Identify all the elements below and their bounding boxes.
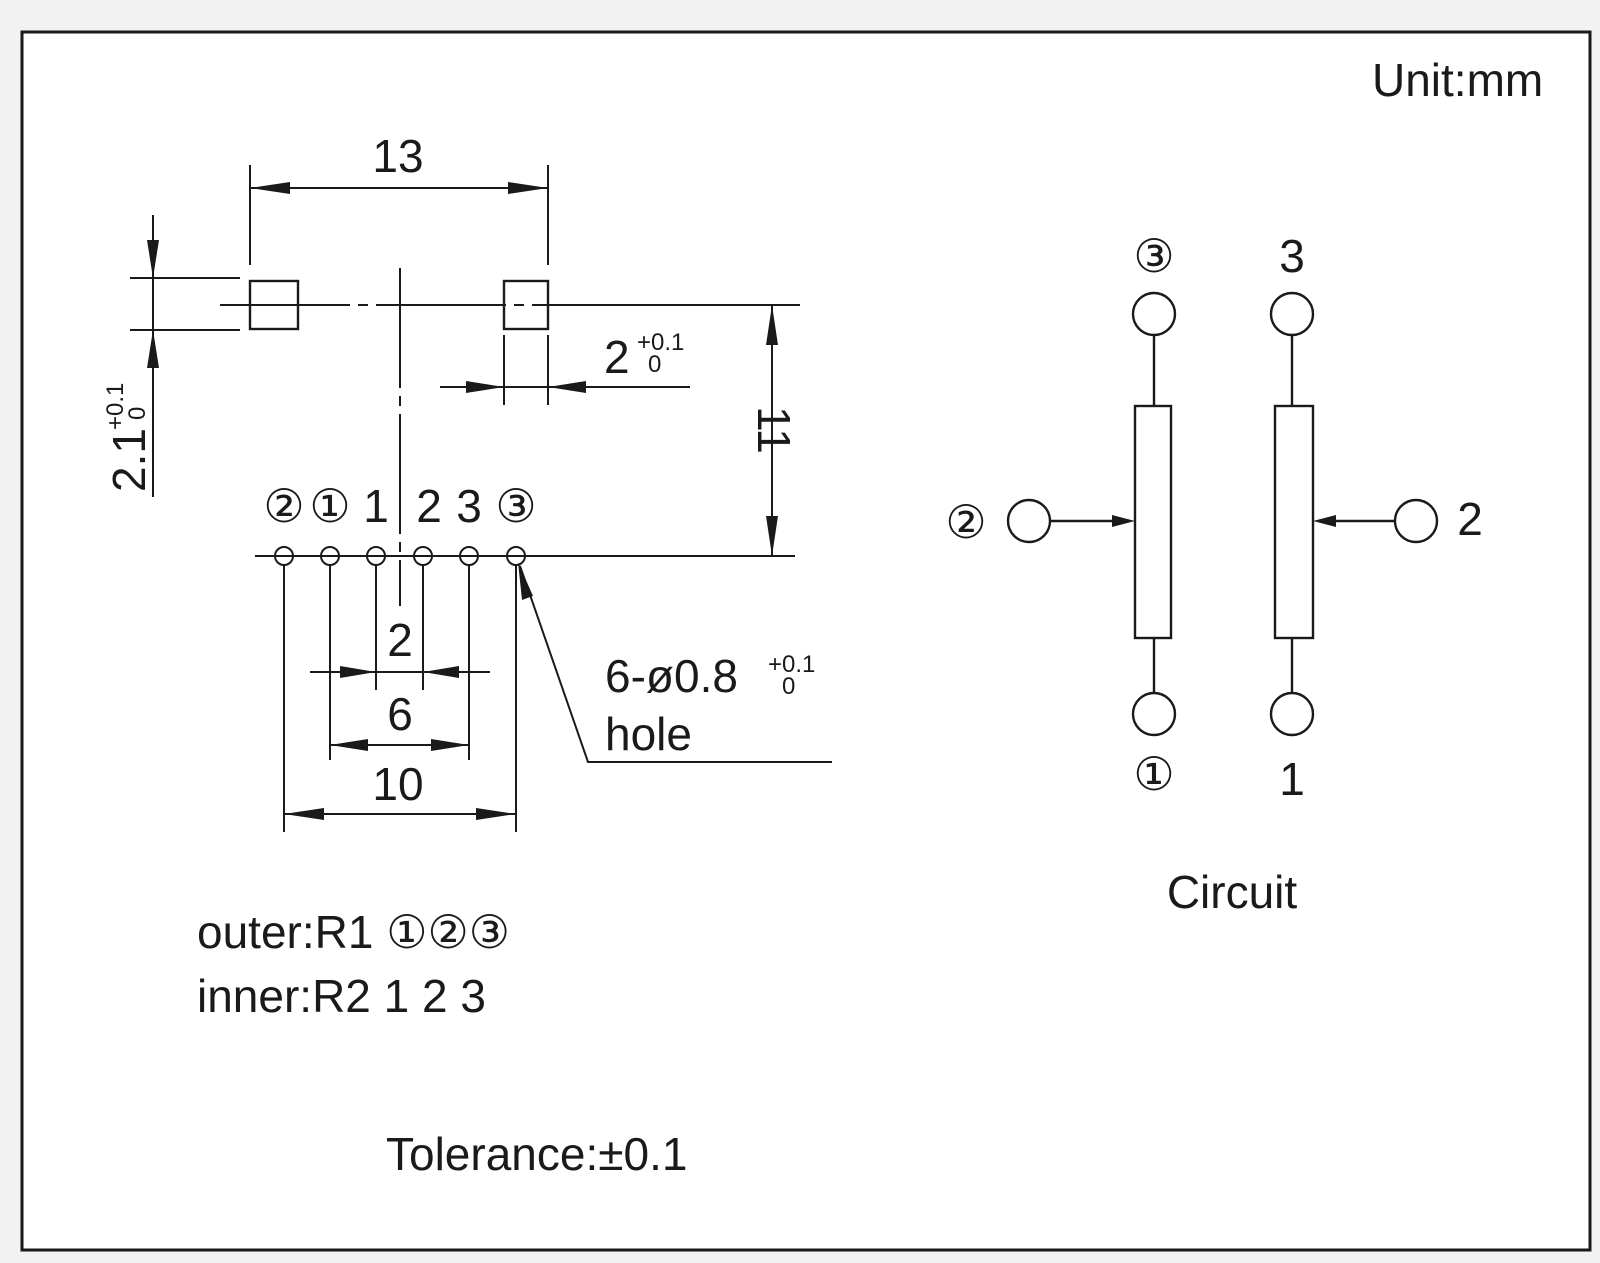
r1-wiper-arrow — [1112, 515, 1135, 527]
dim-slot-tol-plus: +0.1 — [637, 329, 684, 356]
arrowhead — [476, 808, 516, 820]
hole-note-line2: hole — [605, 708, 692, 760]
pin-labels: ② ① 1 2 3 ③ — [263, 480, 536, 532]
arrowhead — [508, 182, 548, 194]
r2-top-label: 3 — [1279, 230, 1305, 282]
r2-resistor — [1273, 404, 1315, 640]
hole-tol-plus: +0.1 — [768, 651, 815, 678]
tolerance-note: Tolerance:±0.1 — [386, 1128, 687, 1180]
dim-2-1-tol-plus: +0.1 — [102, 383, 129, 430]
dim-13-label: 13 — [372, 130, 423, 182]
arrowhead — [766, 305, 778, 345]
circuit-diagram: ③ ① ② 3 1 2 Circuit — [945, 230, 1482, 918]
pin-label: 3 — [456, 480, 482, 532]
outer-label: outer:R1 ①②③ — [197, 906, 510, 958]
dim-2-1-tol-minus: 0 — [124, 407, 151, 420]
dim-slot-label: 2 — [604, 331, 630, 383]
unit-label: Unit:mm — [1372, 54, 1543, 106]
hole-tol-minus: 0 — [782, 673, 795, 700]
arrowhead — [431, 739, 469, 751]
r1-bottom-label: ① — [1133, 748, 1174, 800]
arrowhead — [147, 240, 159, 278]
dim-11-label: 11 — [748, 406, 800, 454]
r2-wiper-label: 2 — [1457, 493, 1483, 545]
circuit-caption: Circuit — [1167, 866, 1298, 918]
dim-slot-tol-minus: 0 — [648, 351, 661, 378]
hole-leader-line — [519, 565, 832, 763]
dim-2-1-label: 2.1 — [103, 428, 155, 492]
r1-wiper-label: ② — [945, 496, 986, 548]
figure-frame — [20, 30, 1592, 1252]
arrowhead — [340, 666, 376, 678]
pin-label: ② — [263, 480, 304, 532]
r2-bottom-label: 1 — [1279, 753, 1305, 805]
r2-bottom-terminal — [1269, 691, 1315, 737]
dim-pitch-label: 2 — [387, 614, 413, 666]
r1-top-label: ③ — [1133, 230, 1174, 282]
pin-label: ① — [309, 480, 350, 532]
arrowhead — [284, 808, 324, 820]
arrowhead — [330, 739, 368, 751]
dim-6-label: 6 — [387, 688, 413, 740]
arrowhead — [250, 182, 290, 194]
pin-label: 1 — [363, 480, 389, 532]
arrowhead — [423, 666, 459, 678]
arrowhead — [466, 381, 504, 393]
arrowhead — [518, 562, 533, 600]
inner-label: inner:R2 1 2 3 — [197, 970, 486, 1022]
r1-bottom-terminal — [1131, 691, 1177, 737]
arrowhead — [147, 330, 159, 368]
hole-note: 6-ø0.8 — [605, 650, 738, 702]
arrowhead — [548, 381, 586, 393]
arrowhead — [766, 516, 778, 556]
dim-10-label: 10 — [372, 758, 423, 810]
pin-label: ③ — [495, 480, 536, 532]
pin-label: 2 — [416, 480, 442, 532]
r2-wiper-arrow — [1313, 515, 1336, 527]
